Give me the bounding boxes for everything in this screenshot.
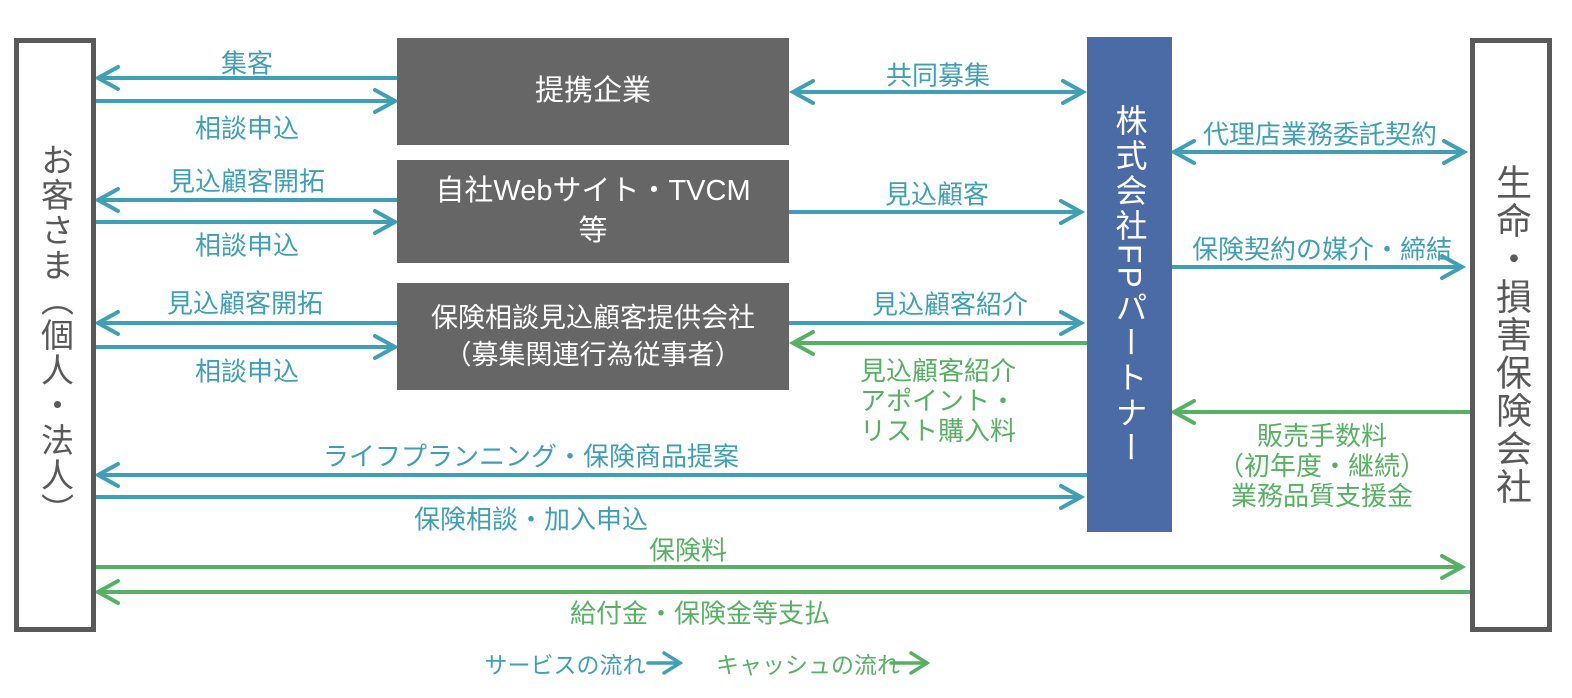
arrow-baikai-right-icon <box>1170 254 1467 280</box>
customer-box: お客さま（個人・法人） <box>14 38 96 632</box>
insurer-box-label: 生命・損害保険会社 <box>1491 164 1532 506</box>
arrow-shoukai-right-icon <box>787 310 1086 336</box>
label-shuukyaku: 集客 <box>220 48 274 79</box>
legend-service-label: サービスの流れ <box>484 652 646 678</box>
arrow-kaitaku2-left-icon <box>93 310 399 336</box>
arrow-hokenryou-right-icon <box>94 554 1467 580</box>
arrow-shuukyaku-left-icon <box>93 65 399 91</box>
fp-partner-box: 株式会社FPパートナー <box>1087 37 1172 532</box>
label-soudan-kanyuu: 保険相談・加入申込 <box>413 504 649 535</box>
label-soudan-3: 相談申込 <box>194 356 300 387</box>
customer-box-label: お客さま（個人・法人） <box>36 142 74 528</box>
label-shoukai-fee: 見込顧客紹介 アポイント・ リスト購入料 <box>859 356 1017 447</box>
label-soudan-2: 相談申込 <box>194 230 300 261</box>
label-hokenryou: 保険料 <box>648 535 728 566</box>
legend-service-arrow-icon <box>646 651 684 675</box>
arrow-soudan2-right-icon <box>94 209 400 235</box>
partner-company-label: 提携企業 <box>534 74 651 107</box>
legend-cash-label: キャッシュの流れ <box>716 652 900 678</box>
arrow-kyoudou-both-icon <box>788 79 1088 105</box>
label-shoukai: 見込顧客紹介 <box>871 289 1029 320</box>
label-soudan-1: 相談申込 <box>194 113 300 144</box>
label-kaitaku-2: 見込顧客開拓 <box>166 288 324 319</box>
arrow-lifeplan-left-icon <box>93 462 1089 488</box>
label-hanbai-fee: 販売手数料 （初年度・継続） 業務品質支援金 <box>1217 421 1427 512</box>
arrow-shoukai-fee-left-icon <box>788 330 1089 356</box>
arrow-soudan1-right-icon <box>94 88 400 114</box>
arrow-kyuufu-left-icon <box>93 579 1472 605</box>
label-kyoudou: 共同募集 <box>885 60 991 91</box>
insurer-box: 生命・損害保険会社 <box>1470 38 1552 632</box>
fp-partner-label: 株式会社FPパートナー <box>1111 103 1148 466</box>
arrow-kaitaku1-left-icon <box>93 187 399 213</box>
arrow-hanbai-fee-left-icon <box>1169 399 1472 425</box>
label-lifeplan: ライフプランニング・保険商品提案 <box>322 441 740 472</box>
arrow-mikomi-right-icon <box>787 199 1086 225</box>
arrow-soudan-kanyuu-right-icon <box>94 484 1086 510</box>
legend-cash-arrow-icon <box>889 651 931 675</box>
label-kyuufu: 給付金・保険金等支払 <box>569 598 831 629</box>
web-tvcm-label: 自社Webサイト・TVCM 等 <box>435 175 751 247</box>
arrow-dairiten-both-icon <box>1169 139 1469 165</box>
partner-company-box: 提携企業 <box>397 38 789 145</box>
lead-provider-label: 保険相談見込顧客提供会社 （募集関連行為従事者） <box>431 303 755 370</box>
arrow-soudan3-right-icon <box>94 334 400 360</box>
label-kaitaku-1: 見込顧客開拓 <box>168 166 326 197</box>
web-tvcm-box: 自社Webサイト・TVCM 等 <box>397 160 789 263</box>
label-baikai: 保険契約の媒介・締結 <box>1191 234 1453 265</box>
lead-provider-box: 保険相談見込顧客提供会社 （募集関連行為従事者） <box>397 283 789 390</box>
label-dairiten: 代理店業務委託契約 <box>1202 119 1438 150</box>
label-mikomi: 見込顧客 <box>884 179 990 210</box>
